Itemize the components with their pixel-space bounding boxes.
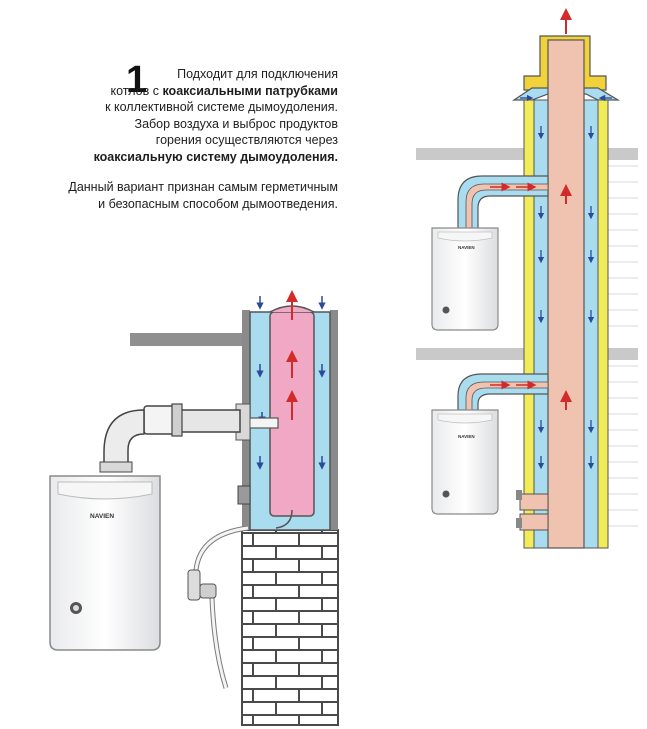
right-diagram: NAVIEN NAVIEN (416, 8, 638, 549)
boiler-upper: NAVIEN (431, 227, 499, 331)
boiler-lower: NAVIEN (431, 409, 499, 515)
floor-slab-lower-right (606, 348, 638, 360)
collective-riser (512, 8, 621, 549)
floor-slab-upper-right (606, 148, 638, 160)
boiler-brand: NAVIEN (90, 513, 114, 520)
boiler-lower-brand: NAVIEN (458, 434, 475, 439)
desc-line-3: к коллективной системе дымоудоления. (105, 100, 338, 114)
floor-slab-lower (416, 348, 524, 360)
note-line-1: Данный вариант признан самым герметичным (68, 180, 338, 194)
desc-line-6: коаксиальную систему дымоудоления. (93, 149, 338, 164)
coaxial-pipe (99, 403, 241, 473)
desc-line-2: котлов с коаксиальными патрубками (110, 83, 339, 98)
desc-line-5: горения осуществляются через (155, 133, 338, 147)
condensate-hose (187, 525, 249, 689)
coaxial-chimney (242, 290, 338, 531)
desc-line-4: Забор воздуха и выброс продуктов (134, 116, 338, 131)
note-line-2: и безопасным способом дымоотведения. (98, 196, 338, 211)
description-text: Подходит для подключения котлов с коакси… (20, 66, 338, 212)
ceiling-bar (130, 333, 244, 346)
desc-line-1: Подходит для подключения (177, 67, 338, 81)
brick-wall (241, 529, 339, 726)
boiler-upper-brand: NAVIEN (458, 245, 475, 250)
floor-slab-upper (416, 148, 524, 160)
connector-upper (457, 175, 549, 231)
boiler-left: NAVIEN (49, 475, 161, 651)
left-diagram: NAVIEN (49, 290, 339, 726)
option-number: 1 (126, 59, 148, 101)
connector-lower (457, 373, 549, 411)
